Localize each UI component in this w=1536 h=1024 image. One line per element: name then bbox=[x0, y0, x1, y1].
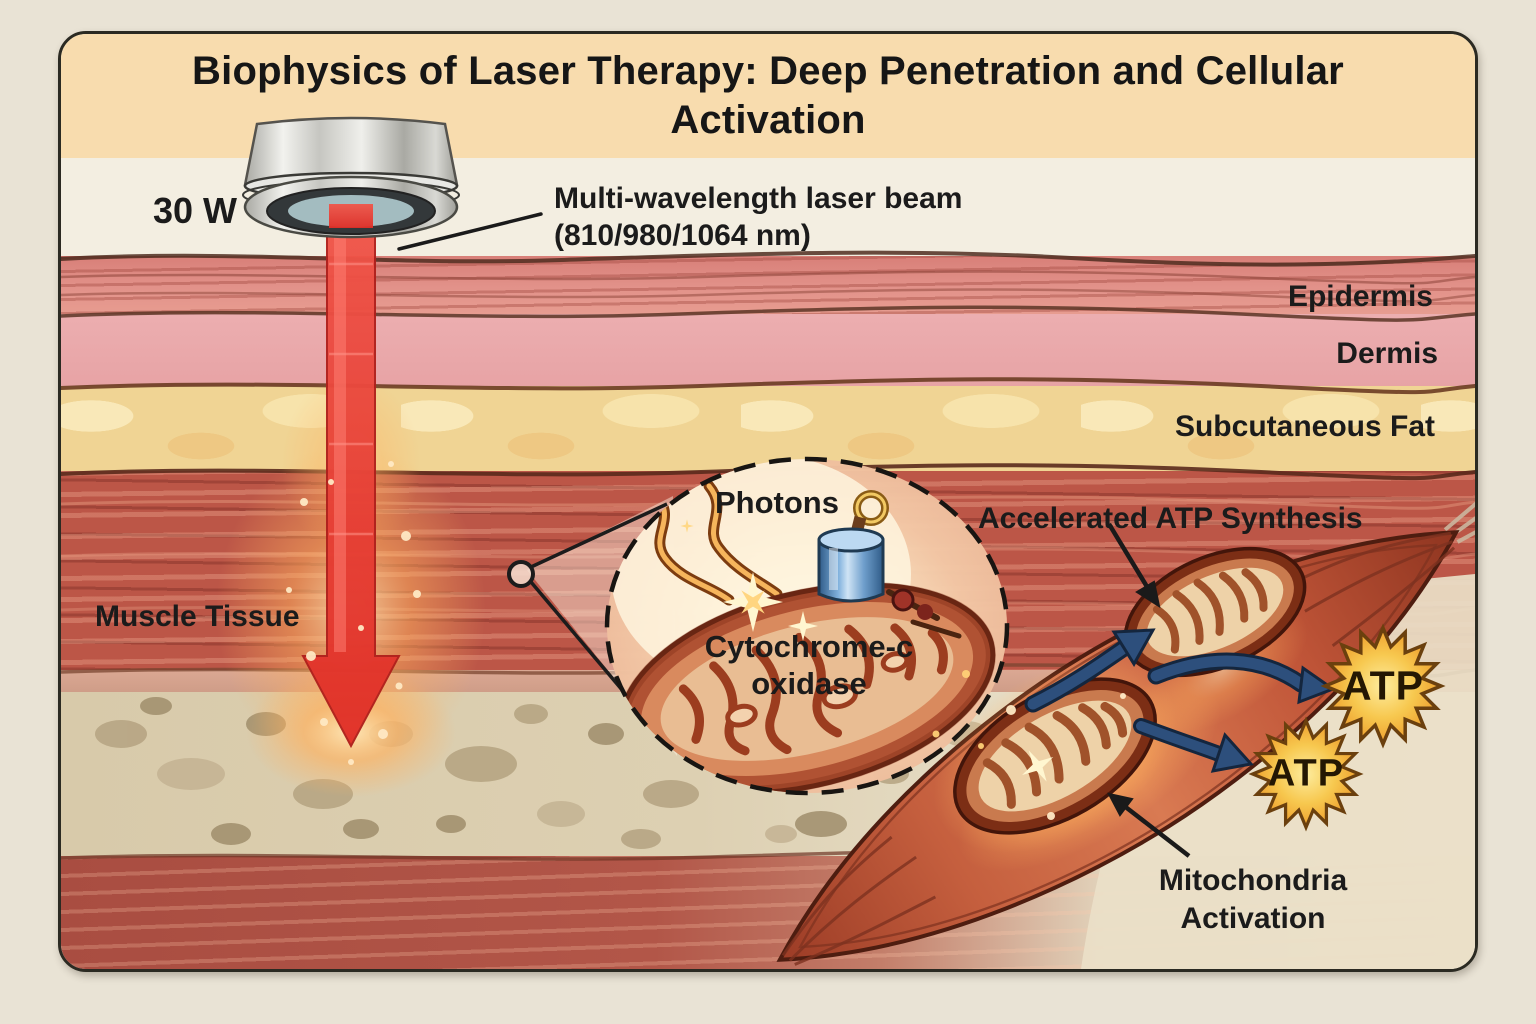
photon-trails bbox=[651, 480, 783, 606]
illustration-canvas bbox=[61, 116, 1475, 969]
enzyme-line2: oxidase bbox=[751, 666, 867, 701]
atp-arrow-up bbox=[1024, 628, 1156, 713]
atp-badge-2: ATP bbox=[1267, 752, 1345, 795]
illustration-panel: Biophysics of Laser Therapy: Deep Penetr… bbox=[58, 31, 1478, 972]
atp-arrow-long bbox=[1147, 652, 1337, 705]
muscle-tissue-label: Muscle Tissue bbox=[95, 600, 300, 633]
laser-beam bbox=[301, 201, 401, 749]
callout-marker-circle bbox=[507, 560, 535, 588]
dermis-layer bbox=[61, 314, 1475, 386]
inset-dashed-border bbox=[604, 456, 1010, 796]
laser-power-label: 30 W bbox=[153, 190, 238, 231]
page-title: Biophysics of Laser Therapy: Deep Penetr… bbox=[192, 49, 1344, 142]
dermis-label: Dermis bbox=[1336, 337, 1438, 370]
beam-label-line1: Multi-wavelength laser beam bbox=[554, 182, 963, 215]
cytochrome-oxidase-label: Cytochrome-c oxidase bbox=[705, 628, 913, 702]
tendon-streaks bbox=[1443, 462, 1475, 544]
mitochondria-line2: Activation bbox=[1180, 902, 1326, 935]
enzyme-line1: Cytochrome-c bbox=[704, 629, 914, 664]
epidermis-label: Epidermis bbox=[1287, 280, 1433, 313]
mitochondria-line1: Mitochondria bbox=[1158, 864, 1348, 897]
laser-device bbox=[242, 116, 460, 239]
subcutaneous-fat-label: Subcutaneous Fat bbox=[1174, 410, 1435, 443]
enzyme-marker bbox=[817, 490, 962, 639]
atp-badge-1: ATP bbox=[1342, 662, 1424, 709]
mitochondria-activation-label: Mitochondria Activation bbox=[1159, 862, 1347, 938]
atp-arrows bbox=[1024, 628, 1337, 773]
beam-label-leader-line bbox=[397, 212, 543, 251]
energy-sparkles bbox=[286, 461, 1126, 820]
atp-synthesis-label: Accelerated ATP Synthesis bbox=[978, 502, 1363, 535]
inset-mitochondrion bbox=[618, 582, 996, 793]
beam-label-line2: (810/980/1064 nm) bbox=[554, 219, 811, 252]
photons-label: Photons bbox=[715, 485, 839, 520]
mitochondrion-upper bbox=[1123, 546, 1307, 678]
inset-circle bbox=[604, 456, 1010, 796]
beam-wavelength-label: Multi-wavelength laser beam (810/980/106… bbox=[554, 180, 962, 254]
annotation-arrows bbox=[1107, 522, 1191, 858]
atp-arrow-down bbox=[1133, 718, 1254, 773]
